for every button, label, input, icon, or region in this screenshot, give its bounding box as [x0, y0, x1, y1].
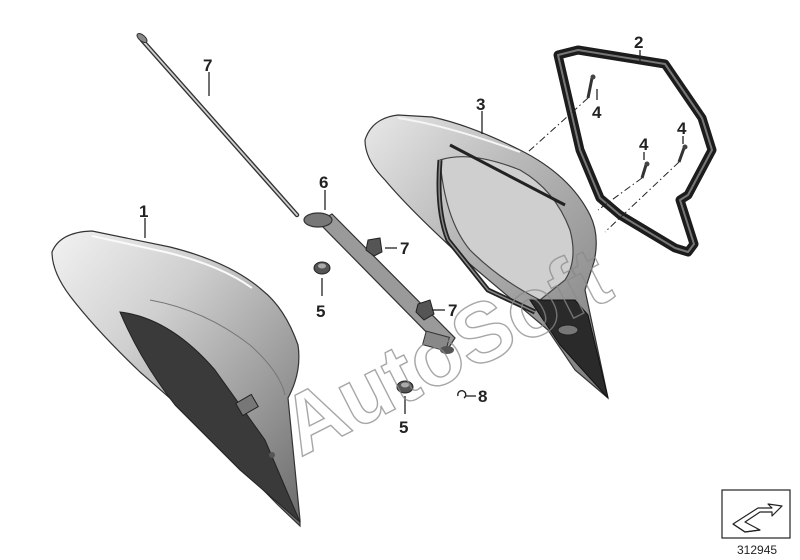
bracket-part	[303, 212, 456, 354]
left-panel-part	[51, 230, 301, 528]
screw-part-upper	[313, 261, 331, 275]
callout-2: 2	[634, 33, 643, 52]
leader-lines	[144, 50, 684, 414]
callout-7-upper-clip: 7	[400, 239, 409, 258]
arrow-glyph-icon	[732, 503, 783, 533]
rod-part	[136, 33, 300, 218]
assembly-lines	[527, 97, 680, 233]
bolt-part-a	[586, 74, 596, 99]
callout-3: 3	[476, 95, 485, 114]
clip-part-lower	[415, 299, 435, 321]
callout-1: 1	[139, 202, 148, 221]
callout-7-lower-clip: 7	[448, 301, 457, 320]
callout-4-right: 4	[677, 119, 687, 138]
document-number: 312945	[737, 543, 777, 557]
callout-4-middle: 4	[639, 135, 649, 154]
nav-arrow-button[interactable]	[721, 489, 791, 539]
callout-5-upper: 5	[316, 302, 325, 321]
callout-5-lower: 5	[399, 418, 408, 437]
callout-7-rod: 7	[203, 56, 212, 75]
callout-8: 8	[478, 387, 487, 406]
right-panel-part	[364, 114, 609, 400]
bolt-part-c	[677, 144, 688, 163]
callout-6: 6	[319, 173, 328, 192]
frame-part	[553, 45, 717, 257]
callout-4-top: 4	[592, 103, 602, 122]
clip-part-upper	[365, 237, 383, 257]
screw-part-lower	[396, 380, 414, 394]
bolt-part-b	[640, 161, 650, 179]
circlip-part	[457, 390, 467, 399]
